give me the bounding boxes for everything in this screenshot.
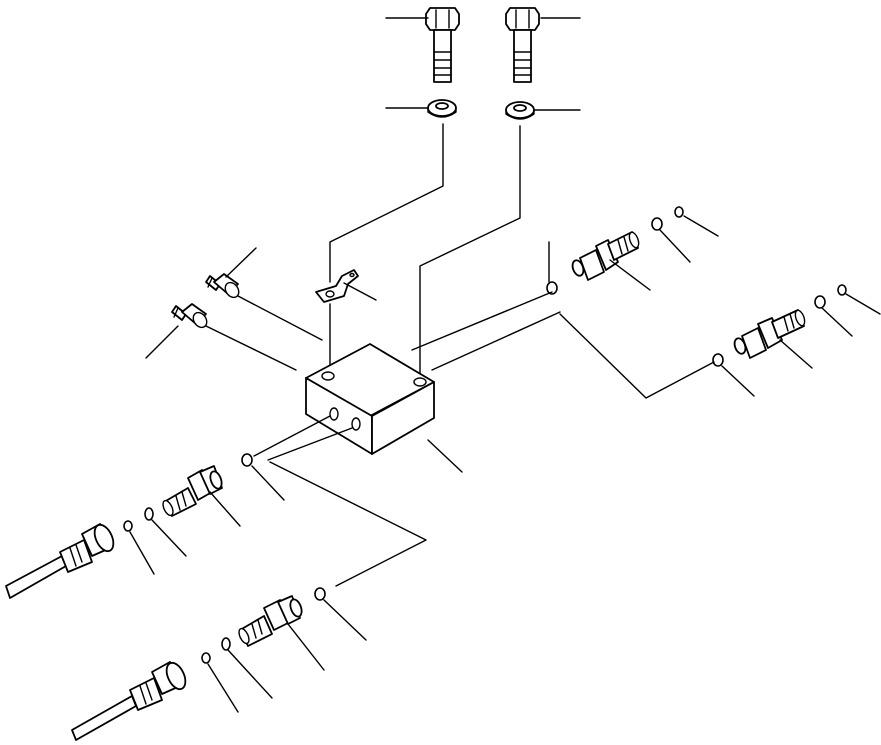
bolt-right: [506, 8, 539, 82]
axis-washer-right-to-block: [420, 126, 520, 376]
o-ring-right-upper-1: [652, 218, 662, 230]
o-ring-block-right-upper: [547, 282, 557, 294]
leader-bracket: [344, 283, 376, 300]
leader-switch-right-lower: [780, 340, 812, 368]
leader-o-ring-left-front-block: [252, 466, 284, 500]
o-ring-left-lower-1: [222, 638, 230, 650]
leader-o-ring-right-lower-2: [846, 294, 880, 314]
leader-o-ring-block-right-lower: [722, 366, 754, 396]
leader-o-ring-right-upper-1: [660, 230, 690, 262]
leader-o-ring-right-lower-1: [822, 308, 852, 336]
axis-plug-lower-to-block: [206, 326, 296, 370]
axis-washer-left-to-bracket: [330, 124, 443, 282]
o-ring-left-lower-2: [202, 653, 210, 663]
leader-block: [428, 440, 462, 472]
bolt-hole-left: [322, 372, 334, 380]
leader-o-ring-left-upper-1: [152, 520, 186, 556]
bracket: [316, 270, 358, 302]
o-ring-block-right-lower: [713, 354, 723, 366]
bolt-hole-right: [414, 378, 426, 386]
leader-o-ring-left-upper-2: [130, 532, 154, 574]
axis-block-to-right-lower: [432, 312, 560, 370]
leader-plug-upper: [226, 248, 256, 277]
o-ring-right-upper-2: [675, 207, 683, 217]
axis-block-port-right: [268, 428, 352, 460]
leader-plug-lower: [146, 326, 178, 358]
port-front-right: [352, 418, 360, 430]
o-ring-left-front-block: [242, 454, 252, 466]
o-ring-right-lower-1: [815, 296, 825, 308]
axis-plug-upper-to-block: [238, 296, 322, 340]
o-ring-left-upper-1: [145, 508, 153, 520]
switch-right-lower: [733, 309, 807, 358]
axis-block-port-left: [254, 416, 330, 456]
bolt-left: [426, 8, 459, 82]
o-ring-left-upper-2: [124, 521, 132, 531]
leader-switch-right-upper: [610, 260, 650, 290]
switch-left-upper: [161, 466, 224, 517]
leader-switch-left-upper: [210, 492, 240, 526]
switch-left-lower: [237, 596, 304, 646]
plug-upper: [206, 274, 242, 300]
leader-o-ring-left-lower-2: [208, 664, 238, 712]
axis-lower-switch: [270, 462, 426, 586]
leader-o-ring-lower-block: [324, 600, 366, 640]
switch-right-upper: [571, 231, 641, 280]
axis-block-to-right-upper: [412, 292, 552, 350]
washer-left: [428, 100, 456, 117]
connector-upper: [6, 522, 117, 598]
leader-o-ring-left-lower-1: [228, 650, 272, 698]
o-ring-lower-block: [315, 588, 325, 600]
port-front-left: [330, 408, 338, 420]
o-ring-right-lower-2: [838, 285, 846, 295]
leader-o-ring-right-upper-2: [684, 216, 718, 236]
connector-lower: [72, 660, 189, 740]
valve-block: [306, 344, 434, 454]
plug-lower: [172, 304, 210, 330]
washer-right: [506, 102, 534, 119]
leader-switch-left-lower: [288, 624, 324, 670]
axis-right-lower-switch: [560, 314, 714, 398]
